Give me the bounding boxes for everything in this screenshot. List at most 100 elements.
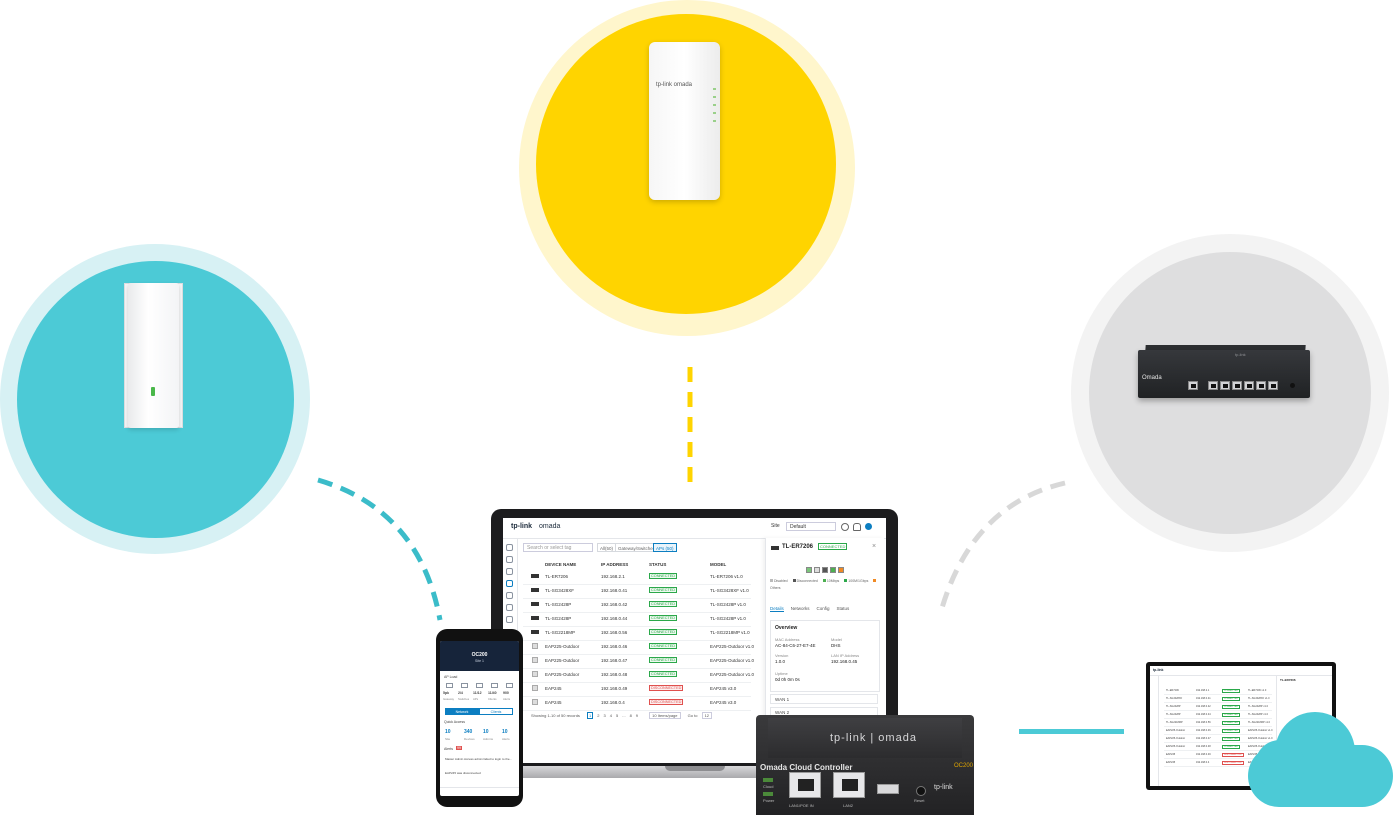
status-badge: CONNECTED	[1222, 705, 1240, 709]
router-port	[1268, 381, 1278, 390]
cell-device-name[interactable]: EAP245	[545, 686, 562, 691]
cell-model: EAP225-Outdoor v1.0	[710, 672, 755, 677]
app-brand: tp-link	[511, 523, 532, 530]
tab-networks[interactable]: Networks	[790, 606, 810, 611]
page-number[interactable]: 8	[629, 713, 632, 718]
column-header-status[interactable]: STATUS	[649, 562, 667, 567]
cell-device-name[interactable]: TL-SG2218MP	[545, 630, 576, 635]
cell-device-name[interactable]: EAP245	[545, 700, 562, 705]
access-point-icon	[532, 671, 538, 677]
indoor-access-point	[649, 42, 720, 200]
page-number[interactable]: 4	[609, 713, 612, 718]
sidebar-icon-devices[interactable]	[506, 580, 513, 587]
page-number[interactable]: 5	[615, 713, 619, 718]
cell-model: TL-SG3428XF v1.0	[710, 588, 749, 593]
close-icon[interactable]: ×	[872, 543, 877, 550]
port-icon[interactable]	[822, 567, 828, 573]
sidebar-icon-clients[interactable]	[506, 592, 513, 599]
connector-teal-solid	[1019, 729, 1124, 734]
device-search-input[interactable]: Search or select tag	[523, 543, 593, 552]
controller-led-cloud-label: Cloud	[763, 784, 774, 789]
cell-device-name[interactable]: EAP225-Outdoor	[545, 644, 580, 649]
alert-item[interactable]: EAP245 was disconnected	[445, 771, 481, 775]
page-number[interactable]: 9	[635, 713, 639, 718]
cell-device-name[interactable]: TL-ER7206	[545, 574, 569, 579]
status-badge: DISCONNECTED	[1222, 753, 1244, 757]
search-icon[interactable]	[841, 523, 849, 531]
toggle-network[interactable]: Network	[445, 708, 479, 715]
cell-ip: 192.168.0.56	[1196, 721, 1211, 724]
site-select[interactable]: Default	[786, 522, 836, 531]
legend-label: Disconnected	[796, 579, 818, 583]
pager-goto-label: Go to	[687, 713, 698, 718]
pager-showing: Showing 1-10 of 50 records	[531, 713, 580, 718]
cell-device-name[interactable]: EAP225-Outdoor	[545, 658, 580, 663]
page-number[interactable]: ...	[622, 713, 626, 718]
cloud-controller-top	[768, 718, 962, 758]
count-label: Devices	[464, 737, 475, 741]
tab-aps[interactable]: APs (50)	[653, 543, 677, 552]
sidebar-icon-map[interactable]	[506, 568, 513, 575]
page-number[interactable]: 2	[597, 713, 600, 718]
legend-swatch	[873, 579, 877, 582]
pager-goto-input[interactable]: 12	[701, 712, 713, 719]
tab-all[interactable]: All(50)	[597, 543, 617, 552]
cell-model: EAP225-Outdoor v1.0	[710, 644, 755, 649]
page-number[interactable]: 3	[603, 713, 606, 718]
sidebar-icon-dashboard[interactable]	[506, 544, 513, 551]
pager-per-page[interactable]: 10 Items/page	[649, 712, 681, 719]
column-header-device-name[interactable]: DEVICE NAME	[545, 562, 577, 567]
cell-ip: 192.168.0.44	[1196, 713, 1211, 716]
avatar[interactable]	[865, 523, 872, 530]
column-header-ip[interactable]: IP ADDRESS	[601, 562, 629, 567]
bell-icon[interactable]	[853, 523, 861, 531]
cloud-shape	[1255, 740, 1305, 790]
tab-config[interactable]: Config	[816, 606, 830, 611]
sidebar-icon-insight[interactable]	[506, 604, 513, 611]
cell-device-name[interactable]: TL-SG3428XF	[545, 588, 575, 593]
page-number[interactable]: 1	[587, 712, 594, 719]
column-header-model[interactable]: MODEL	[710, 562, 727, 567]
cell-device-name[interactable]: TL-SG2428P	[545, 602, 572, 607]
status-badge: CONNECTED	[649, 587, 678, 593]
stat-label: APs	[473, 697, 479, 701]
port-icon[interactable]	[806, 567, 812, 573]
router-port	[1208, 381, 1218, 390]
alert-item[interactable]: Master Admin Access admin failed to logi…	[445, 757, 513, 761]
toggle-clients[interactable]: Clients	[479, 708, 513, 715]
tab-details[interactable]: Details	[770, 606, 784, 612]
alerts-label: Alerts	[444, 747, 453, 751]
wan-1-section[interactable]: WAN 1	[770, 694, 878, 704]
port-icon[interactable]	[838, 567, 844, 573]
cell-device-name[interactable]: TL-SG2428P	[545, 616, 572, 621]
tab-status[interactable]: Status	[836, 606, 850, 611]
port-icon[interactable]	[830, 567, 836, 573]
port-icon[interactable]	[814, 567, 820, 573]
stat-value: 900	[503, 691, 509, 695]
sidebar-icon-statistics[interactable]	[506, 556, 513, 563]
phone-title: OC200	[471, 652, 488, 658]
cell-device-name[interactable]: EAP225-Outdoor	[545, 672, 580, 677]
sidebar-icon-log[interactable]	[506, 616, 513, 623]
